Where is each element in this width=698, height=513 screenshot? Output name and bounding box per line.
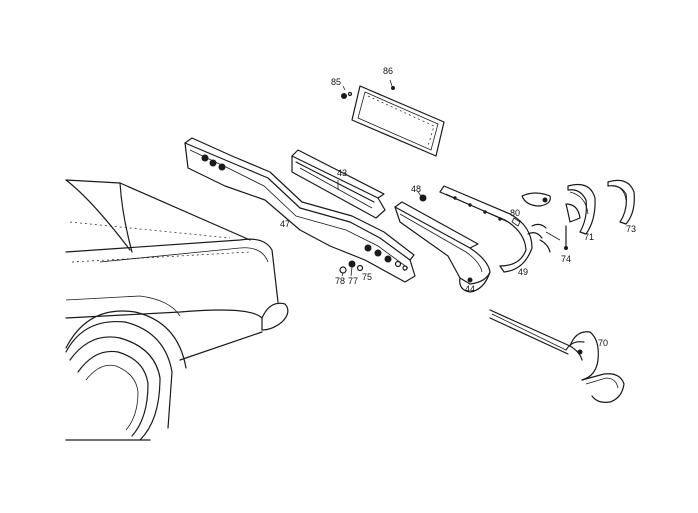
callout-75: 75 (362, 272, 373, 282)
nut-48 (417, 191, 427, 202)
bumper-bracket-43 (291, 149, 386, 219)
callout-47: 47 (280, 219, 291, 229)
callout-73: 73 (626, 224, 637, 234)
callout-43: 43 (337, 168, 348, 178)
callout-74: 74 (561, 254, 572, 264)
callout-44: 44 (465, 284, 476, 294)
callout-78: 78 (335, 276, 346, 286)
callout-48: 48 (411, 184, 422, 194)
support-bar-47 (184, 137, 416, 283)
callout-86: 86 (383, 66, 394, 76)
callout-49: 49 (518, 267, 529, 277)
bumper-guard-71 (565, 183, 596, 235)
bolt-set-75-77-78 (339, 260, 364, 277)
mounting-parts-80 (511, 192, 561, 253)
guard-cover-73 (607, 179, 635, 225)
guard-strip-49 (439, 185, 533, 273)
callout-71: 71 (584, 232, 595, 242)
bumper-44 (394, 201, 491, 293)
car-rear-body (65, 179, 289, 441)
bolt-74 (564, 225, 568, 250)
bumper-assembly-70 (489, 309, 625, 403)
callout-85: 85 (331, 77, 342, 87)
license-plate-part (341, 79, 445, 157)
callout-77: 77 (348, 276, 359, 286)
callout-70: 70 (598, 338, 609, 348)
callout-80: 80 (510, 208, 521, 218)
